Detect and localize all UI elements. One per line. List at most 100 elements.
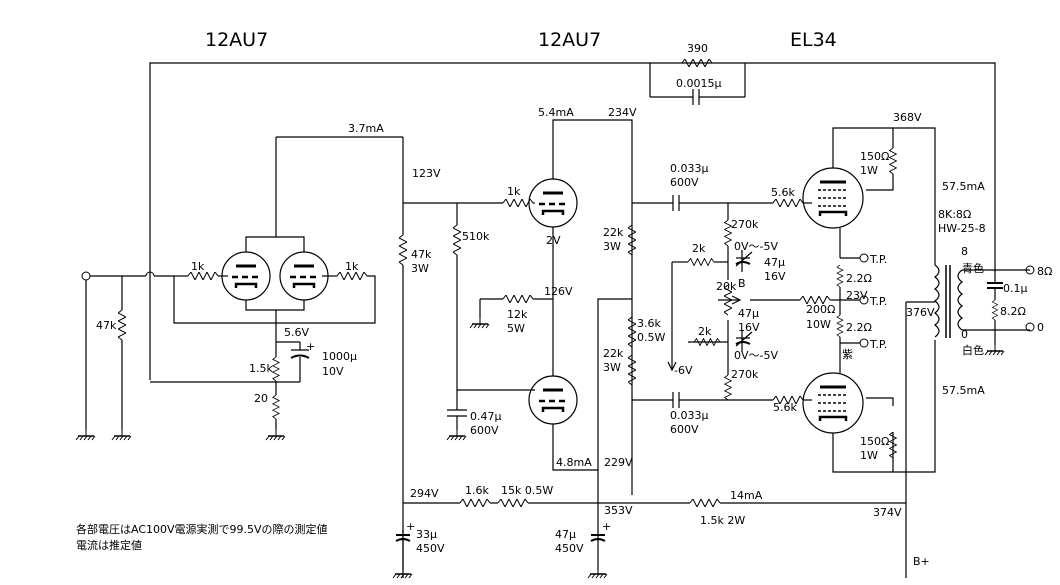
v-123: 123V	[412, 167, 441, 180]
r-20: 20	[254, 392, 268, 405]
bias-network: 0.033μ 600V 5.6k 0.033μ 600V 5.6k 270k 2…	[632, 162, 840, 436]
r-200-w: 10W	[806, 318, 831, 331]
tube-12au7-lower	[527, 374, 579, 426]
cur-5-4ma: 5.4mA	[538, 106, 574, 119]
xf-8: 8	[961, 245, 968, 258]
cur-57-5-bot: 57.5mA	[942, 384, 985, 397]
c-47-ps-plus: +	[602, 520, 611, 533]
c-0033-top-v: 600V	[670, 176, 699, 189]
c-33: 33μ	[416, 528, 437, 541]
c-0033-bot: 0.033μ	[670, 409, 709, 422]
r-12k-w: 5W	[507, 322, 525, 335]
v-294: 294V	[410, 487, 439, 500]
tp-2: T.P.	[869, 295, 887, 308]
tube-12au7-upper	[527, 177, 579, 229]
title-tube-2: 12AU7	[538, 29, 601, 51]
c-1000u-plus: +	[306, 340, 315, 353]
r-2-2-bot: 2.2Ω	[846, 321, 872, 334]
c-1000u: 1000μ	[322, 350, 357, 363]
r-5-6k-top: 5.6k	[771, 186, 795, 199]
tube-12au7-b	[278, 250, 330, 302]
xf-0: 0	[961, 328, 968, 341]
xf-model: HW-25-8	[938, 222, 986, 235]
v-234: 234V	[608, 106, 637, 119]
v-374: 374V	[873, 506, 902, 519]
tube-el34-upper	[802, 167, 864, 229]
xf-blue: 青色	[962, 261, 984, 275]
cathode-5-6v: 5.6V	[284, 326, 309, 339]
output-stage: 368V 150Ω 1W 150Ω 1W T.P. 2.2Ω 23V T.P. …	[802, 111, 985, 473]
v-126: 126V	[544, 285, 573, 298]
c-0033-bot-v: 600V	[670, 423, 699, 436]
zobel-c: 0.1μ	[1003, 282, 1028, 295]
r-20k: 20k	[716, 280, 737, 293]
c-1000u-v: 10V	[322, 365, 344, 378]
c-33-v: 450V	[416, 542, 445, 555]
neg-6v: -6V	[674, 364, 693, 377]
tp-1: T.P.	[869, 253, 887, 266]
second-stage: 123V 47k 3W 1k 510k 0.47μ 600V 5.4mA 234…	[399, 106, 665, 578]
note-line-2: 電流は推定値	[76, 538, 142, 552]
r-1-5k: 1.5k	[249, 362, 273, 375]
xf-white: 白色	[962, 343, 984, 357]
r-3-6k-w: 0.5W	[637, 331, 665, 344]
bias-top: 0V〜-5V	[734, 240, 778, 253]
r-2-2-top: 2.2Ω	[846, 272, 872, 285]
feedback-loop: 390 0.0015μ	[149, 42, 996, 380]
tp-3: T.P.	[869, 338, 887, 351]
r-12k: 12k	[507, 308, 528, 321]
g1-right-1k: 1k	[345, 260, 359, 273]
zobel-r: 8.2Ω	[1000, 305, 1026, 318]
out-8: 8Ω	[1037, 265, 1052, 278]
c-47u-top: 47μ	[764, 256, 785, 269]
note-line-1: 各部電圧はAC100V電源実測で99.5Vの際の測定値	[76, 522, 328, 536]
fb-cap-label: 0.0015μ	[676, 77, 722, 90]
c-47u-mid: 47μ	[738, 307, 759, 320]
r-22k-bot: 22k	[603, 347, 624, 360]
cur-57-5-top: 57.5mA	[942, 180, 985, 193]
grid-1k-top: 1k	[507, 185, 521, 198]
r-3-6k: 3.6k	[637, 317, 661, 330]
r-270k-top: 270k	[731, 218, 759, 231]
out-0: 0	[1037, 321, 1044, 334]
v-23: 23V	[846, 289, 868, 302]
v-353: 353V	[604, 504, 633, 517]
r-22k-top-w: 3W	[603, 240, 621, 253]
output-transformer: 8K:8Ω HW-25-8 8 0 青色 白色 8Ω 0 0.1μ 8.2Ω	[905, 208, 1052, 578]
r-22k-top: 22k	[603, 226, 624, 239]
v-376: 376V	[906, 306, 935, 319]
g1-left-1k: 1k	[191, 260, 205, 273]
c-47-ps-v: 450V	[555, 542, 584, 555]
c-047u: 0.47μ	[470, 410, 502, 423]
cur-14ma: 14mA	[730, 489, 763, 502]
label-b: B	[738, 277, 746, 290]
r-150-top-w: 1W	[860, 164, 878, 177]
r-150-top: 150Ω	[860, 150, 889, 163]
r-150-bot-w: 1W	[860, 449, 878, 462]
v-368: 368V	[893, 111, 922, 124]
r-150-bot: 150Ω	[860, 435, 889, 448]
title-tube-3: EL34	[790, 29, 837, 51]
tube-el34-lower	[802, 372, 864, 434]
c-47u-top-v: 16V	[764, 270, 786, 283]
cur-4-8ma: 4.8mA	[556, 456, 592, 469]
r-270k-bot: 270k	[731, 368, 759, 381]
c-47u-mid-v: 16V	[738, 321, 760, 334]
xf-ratio: 8K:8Ω	[938, 208, 971, 221]
c-0033-top: 0.033μ	[670, 162, 709, 175]
r-1-6k: 1.6k	[465, 484, 489, 497]
tube-12au7-a	[220, 250, 272, 302]
r-200: 200Ω	[806, 303, 835, 316]
r-1-5k-2w: 1.5k 2W	[700, 514, 745, 527]
current-3-7ma: 3.7mA	[348, 122, 384, 135]
purple-mark: 紫	[842, 348, 853, 361]
power-supply: 294V 1.6k 15k 0.5W 14mA 353V 1.5k 2W 374…	[392, 484, 930, 579]
c-047u-v: 600V	[470, 424, 499, 437]
r-15k-w: 15k 0.5W	[501, 484, 553, 497]
r-2k-top: 2k	[692, 242, 706, 255]
r-47k-3w-w: 3W	[411, 262, 429, 275]
b-plus: B+	[913, 555, 930, 568]
input-stage: 47k 1k 1k 3.7mA 5.6V 1.5k 20 + 1000μ 10V	[75, 122, 403, 441]
bias-bot: 0V〜-5V	[734, 349, 778, 362]
